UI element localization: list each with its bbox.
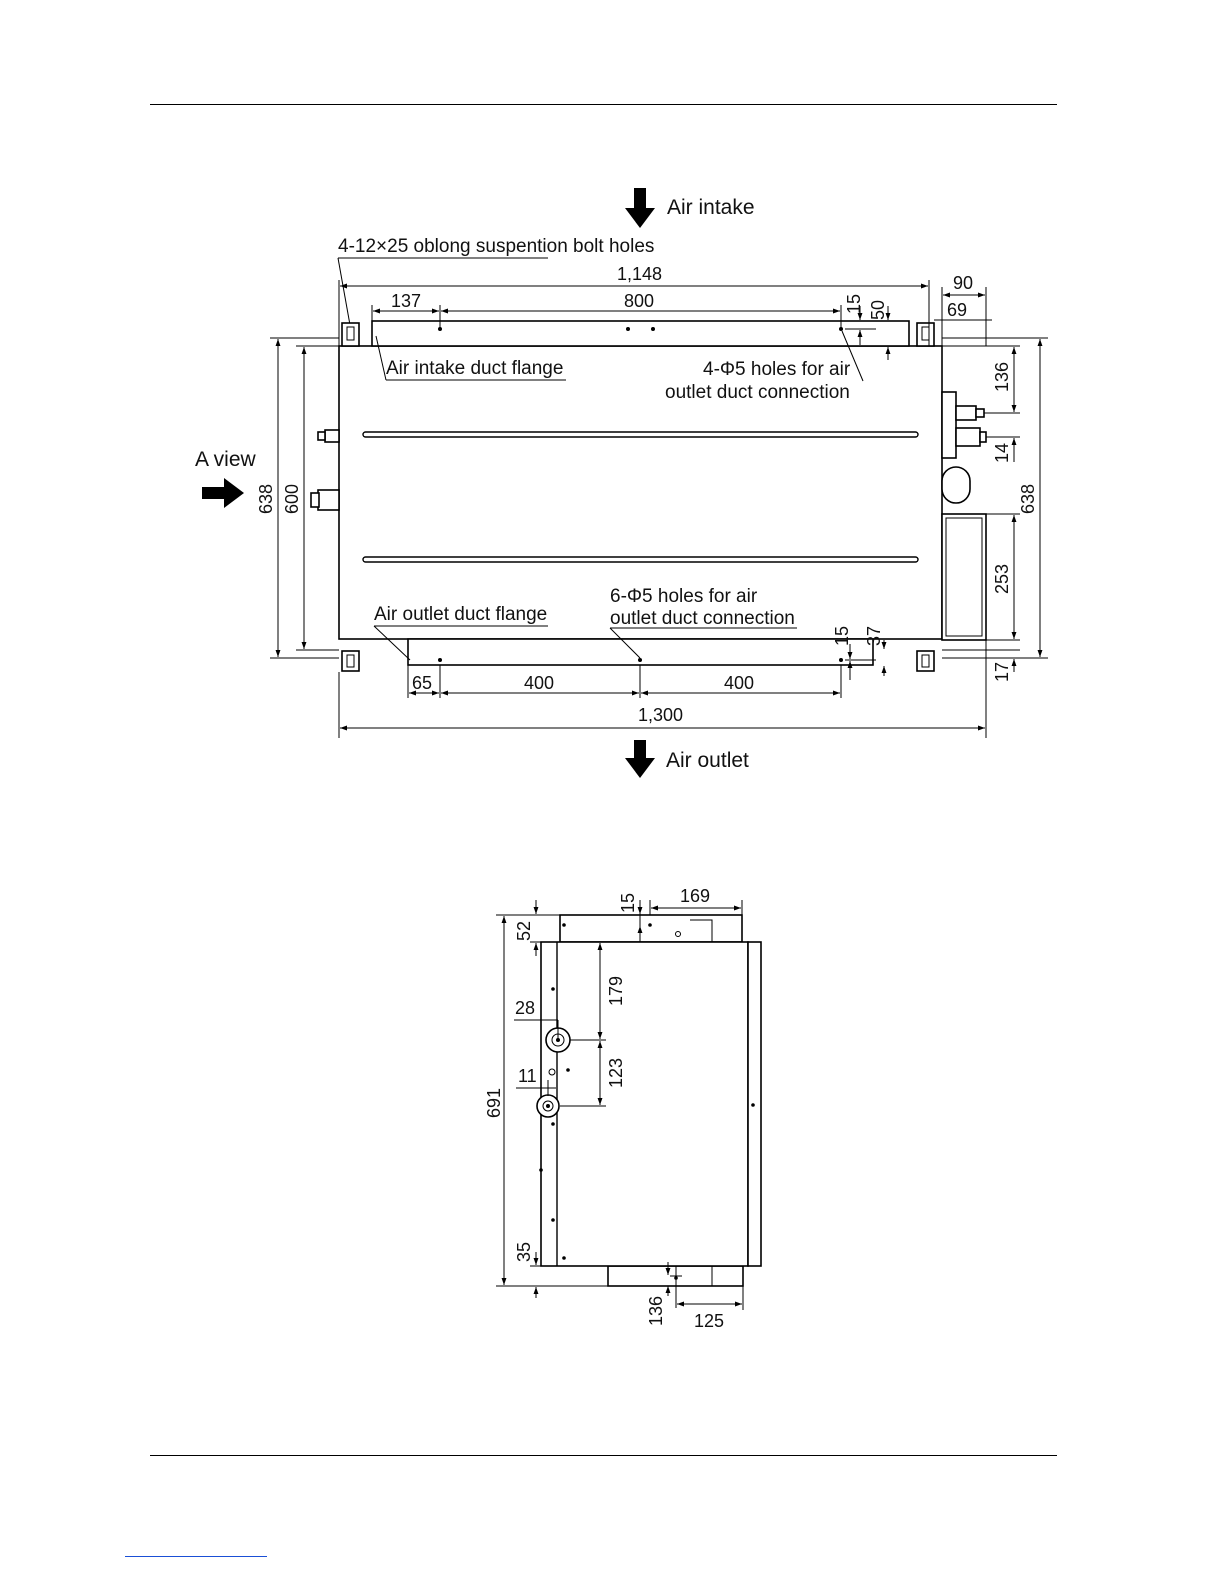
dim-137: 137 xyxy=(391,291,421,311)
air-outlet-label: Air outlet xyxy=(666,749,749,772)
dim-37: 37 xyxy=(864,626,884,646)
dim-125: 125 xyxy=(694,1311,724,1331)
dim-15-top: 15 xyxy=(844,294,864,314)
intake-holes-label-1: 4-Φ5 holes for air xyxy=(703,359,851,380)
dim-14: 14 xyxy=(992,443,1012,463)
footer-link-underline[interactable] xyxy=(125,1556,267,1557)
dim-17: 17 xyxy=(992,662,1012,682)
dim-28: 28 xyxy=(515,998,535,1018)
outlet-holes-label-2: outlet duct connection xyxy=(610,608,795,629)
dim-1148: 1,148 xyxy=(617,264,662,284)
slot-upper xyxy=(362,431,919,438)
dim-136-side: 136 xyxy=(646,1296,666,1326)
air-intake-label: Air intake xyxy=(667,196,755,219)
dim-90: 90 xyxy=(953,273,973,293)
electric-box xyxy=(941,513,987,641)
header-rule xyxy=(150,104,1057,105)
dim-136-right: 136 xyxy=(992,362,1012,392)
dim-15-side: 15 xyxy=(618,893,638,913)
dim-1300: 1,300 xyxy=(638,705,683,725)
outlet-flange-label: Air outlet duct flange xyxy=(374,604,547,625)
side-top-flange xyxy=(559,914,743,943)
dim-52: 52 xyxy=(514,921,534,941)
a-view-label: A view xyxy=(195,448,257,471)
refrigerant-valve-icon xyxy=(941,391,987,504)
air-intake-arrow-icon xyxy=(625,188,655,228)
air-outlet-arrow-icon xyxy=(625,740,655,778)
dim-50: 50 xyxy=(868,300,888,320)
slot-lower xyxy=(362,556,919,563)
dim-69: 69 xyxy=(947,300,967,320)
suspension-bracket-icon xyxy=(341,322,935,672)
dim-400-a: 400 xyxy=(524,673,554,693)
dim-179: 179 xyxy=(606,976,626,1006)
dim-400-b: 400 xyxy=(724,673,754,693)
a-view-arrow-icon xyxy=(202,478,244,508)
dim-169: 169 xyxy=(680,886,710,906)
dim-123: 123 xyxy=(606,1058,626,1088)
side-panel-right xyxy=(747,941,762,1267)
pipe-connector-icon xyxy=(536,1027,571,1118)
side-body xyxy=(540,941,749,1267)
dim-15-bottom: 15 xyxy=(832,626,852,646)
outlet-holes-label-1: 6-Φ5 holes for air xyxy=(610,586,758,607)
intake-duct-flange xyxy=(371,320,910,347)
top-view: Air intake 4-12×25 oblong suspention bol… xyxy=(195,188,1048,778)
footer-rule xyxy=(150,1455,1057,1456)
intake-holes-label-2: outlet duct connection xyxy=(665,382,850,403)
dim-600: 600 xyxy=(282,484,302,514)
dim-35: 35 xyxy=(514,1242,534,1262)
intake-flange-label: Air intake duct flange xyxy=(386,358,563,379)
dim-691: 691 xyxy=(484,1088,504,1118)
side-view: 691 52 35 15 169 179 123 28 11 1 xyxy=(484,886,762,1331)
dim-253: 253 xyxy=(992,564,1012,594)
dim-638-left: 638 xyxy=(256,484,276,514)
dim-638-right: 638 xyxy=(1018,484,1038,514)
dim-800: 800 xyxy=(624,291,654,311)
suspension-holes-label: 4-12×25 oblong suspention bolt holes xyxy=(338,236,654,257)
dim-11: 11 xyxy=(518,1066,537,1086)
dim-65: 65 xyxy=(412,673,432,693)
drain-pipe-icon xyxy=(310,429,340,511)
